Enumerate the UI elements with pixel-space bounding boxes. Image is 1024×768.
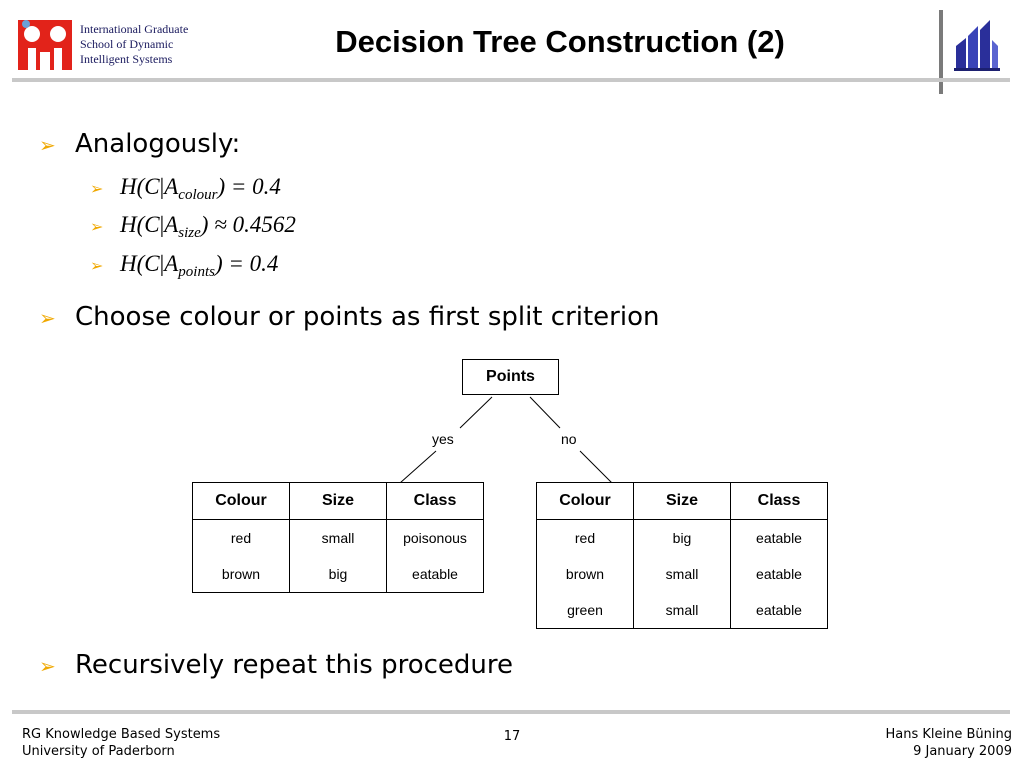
footer-rule (12, 710, 1010, 714)
table-row: brown small eatable (537, 556, 828, 592)
column-header: Size (633, 482, 731, 520)
edge-no-upper (529, 396, 561, 429)
igs-logo (18, 20, 72, 70)
arrow-bullet-icon: ➢ (39, 306, 56, 330)
table-cell: green (567, 602, 603, 618)
arrow-bullet-icon: ➢ (39, 133, 56, 157)
footer-author: Hans Kleine Büning (885, 727, 1012, 742)
entropy-size: ➢H(C|Asize) ≈ 0.4562 (90, 212, 296, 241)
table-cell: brown (565, 566, 605, 582)
entropy-value: ) ≈ 0.4562 (200, 212, 296, 237)
attribute-subscript: colour (178, 187, 218, 203)
arrow-bullet-icon: ➢ (90, 217, 104, 236)
table-row: red small poisonous (193, 519, 484, 556)
bullet-text: Analogously: (75, 129, 241, 159)
table-cell: big (633, 519, 731, 556)
table-cell: big (289, 556, 387, 593)
table-cell: brown (221, 566, 261, 582)
arrow-bullet-icon: ➢ (90, 179, 104, 198)
table-cell: small (633, 592, 731, 629)
table-cell: red (574, 530, 596, 546)
table-row: red big eatable (537, 519, 828, 556)
table-row: brown big eatable (193, 556, 484, 593)
edge-label-yes: yes (432, 431, 454, 447)
root-node: Points (462, 359, 559, 395)
footer-group: RG Knowledge Based Systems (22, 727, 221, 742)
university-logo (954, 20, 1000, 71)
edge-yes-upper (459, 396, 493, 429)
footer-date: 9 January 2009 (913, 744, 1012, 759)
bullet-text: Choose colour or points as first split c… (75, 302, 660, 332)
column-header: Colour (192, 482, 290, 520)
entropy-colour: ➢H(C|Acolour) = 0.4 (90, 174, 281, 203)
table-row: green small eatable (537, 592, 828, 629)
column-header: Colour (536, 482, 634, 520)
header-rule (12, 78, 1010, 82)
left-subset-table: Colour Size Class red small poisonous br… (192, 482, 484, 593)
footer-university: University of Paderborn (22, 744, 175, 759)
header-divider (939, 10, 943, 94)
arrow-bullet-icon: ➢ (39, 654, 56, 678)
table-header-row: Colour Size Class (536, 482, 828, 520)
table-cell: eatable (386, 556, 484, 593)
table-cell: poisonous (386, 519, 484, 556)
table-cell: eatable (730, 556, 828, 592)
right-subset-table: Colour Size Class red big eatable brown … (536, 482, 828, 629)
table-header-row: Colour Size Class (192, 482, 484, 520)
column-header: Class (730, 482, 828, 520)
table-cell: small (633, 556, 731, 592)
table-cell: eatable (730, 592, 828, 629)
arrow-bullet-icon: ➢ (90, 256, 104, 275)
bullet-choose: ➢ Choose colour or points as first split… (39, 301, 660, 333)
column-header: Size (289, 482, 387, 520)
attribute-subscript: points (178, 264, 215, 280)
page-number: 17 (503, 729, 521, 744)
slide-title: Decision Tree Construction (2) (335, 24, 785, 59)
entropy-value: ) = 0.4 (217, 174, 281, 199)
edge-no-lower (579, 450, 613, 484)
table-cell: small (289, 519, 387, 556)
entropy-points: ➢H(C|Apoints) = 0.4 (90, 251, 279, 280)
institution-name: International Graduate School of Dynamic… (80, 22, 189, 66)
bullet-recursive: ➢ Recursively repeat this procedure (39, 649, 514, 681)
table-cell: eatable (730, 519, 828, 556)
table-cell: red (230, 530, 252, 546)
bullet-text: Recursively repeat this procedure (75, 650, 514, 680)
footer-left: RG Knowledge Based Systems University of… (22, 726, 220, 760)
edge-label-no: no (561, 431, 577, 447)
footer-right: Hans Kleine Büning 9 January 2009 (885, 726, 1012, 760)
edge-yes-lower (399, 450, 437, 484)
bullet-analogously: ➢ Analogously: (39, 128, 241, 160)
entropy-value: ) = 0.4 (214, 251, 279, 276)
attribute-subscript: size (178, 225, 201, 241)
column-header: Class (386, 482, 484, 520)
